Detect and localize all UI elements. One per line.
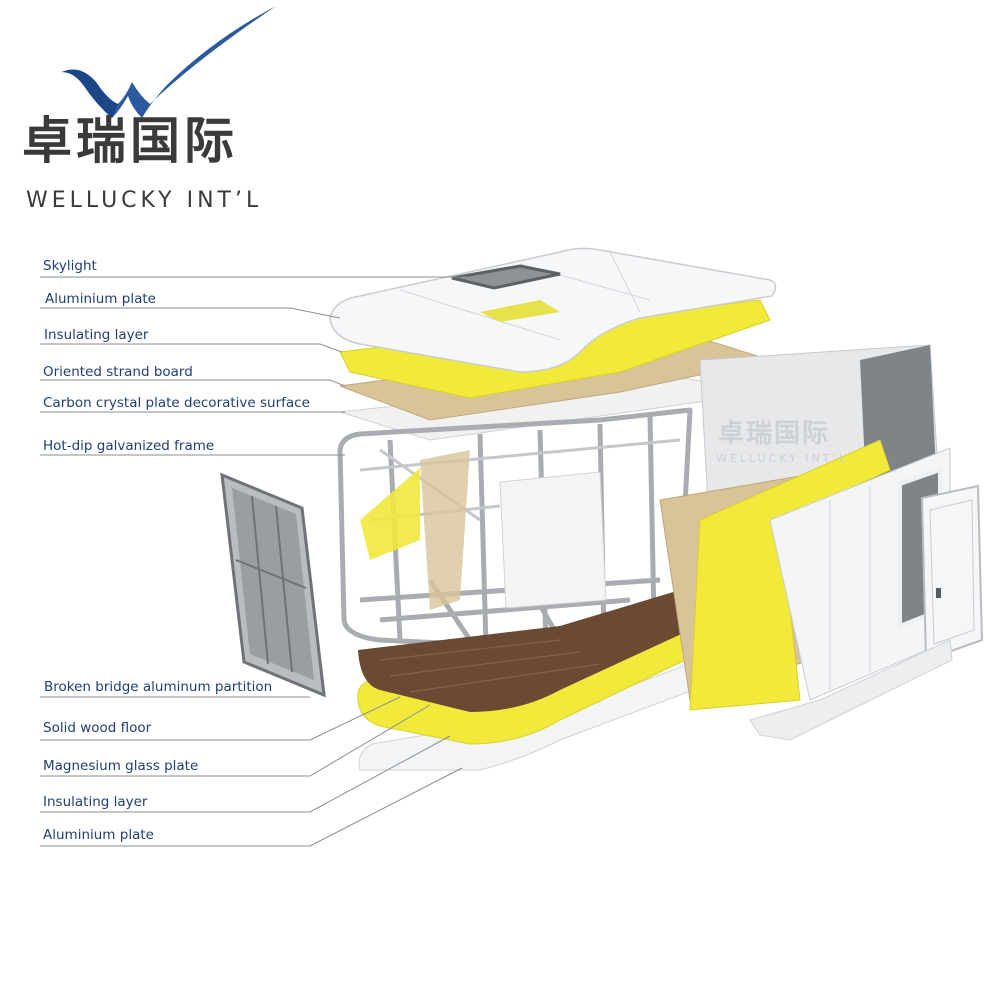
leader-magnesium-glass-plate [40,704,431,777]
roof-layers [329,247,777,441]
partition-panel [220,472,326,698]
skylight-window [451,264,561,290]
w-swoosh-icon [62,6,276,118]
label-aluminum-partition: Broken bridge aluminum partition [44,679,273,695]
leader-insulating-layer-top [40,343,343,353]
label-magnesium-glass-plate: Magnesium glass plate [43,758,199,774]
brand-name-cn: 卓瑞国际 [22,112,238,170]
leader-insulating-layer-bottom [40,735,451,813]
leader-aluminium-plate-top [40,307,341,319]
label-carbon-crystal-surface: Carbon crystal plate decorative surface [43,395,310,411]
leader-solid-wood-floor [40,696,401,741]
watermark-name-cn: 卓瑞国际 [718,419,831,449]
watermark-name-en: WELLUCKY INT’L [716,452,849,465]
leader-aluminium-plate-bottom [40,767,463,847]
label-skylight: Skylight [43,258,97,274]
label-insulating-layer-bottom: Insulating layer [43,794,148,810]
label-galvanized-frame: Hot-dip galvanized frame [43,438,215,454]
floor-layers [357,590,721,771]
brand-logo [62,6,276,118]
label-oriented-strand-board: Oriented strand board [43,364,193,380]
label-solid-wood-floor: Solid wood floor [43,720,152,736]
label-insulating-layer-top: Insulating layer [44,327,149,343]
leader-oriented-strand-board [40,379,346,387]
label-aluminium-plate-top: Aluminium plate [45,291,156,307]
label-aluminium-plate-bottom: Aluminium plate [43,827,154,843]
side-wall-layers [659,439,984,741]
brand-name-en: WELLUCKY INT’L [26,188,263,213]
